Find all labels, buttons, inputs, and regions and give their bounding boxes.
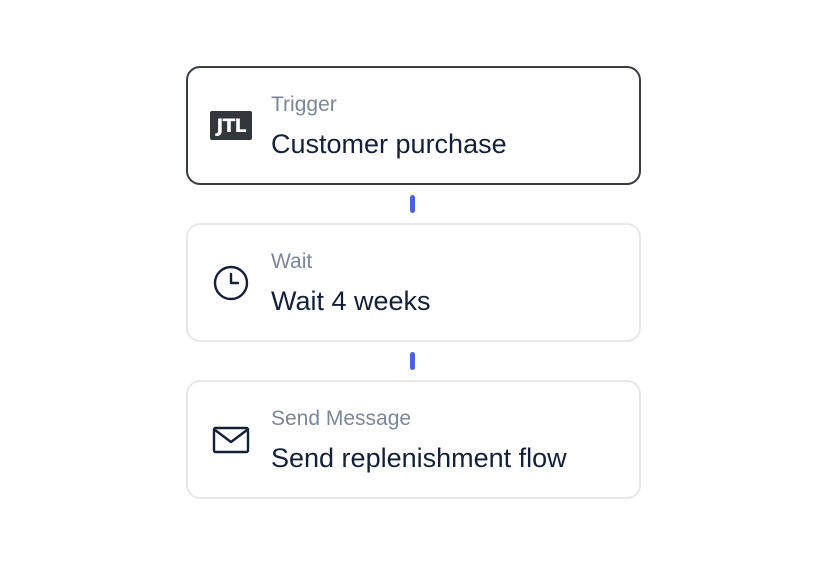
step-label: Wait	[271, 250, 313, 273]
flow-builder: JTL Trigger Customer purchase Wait Wait …	[186, 66, 641, 499]
envelope-icon	[210, 419, 252, 461]
step-label: Trigger	[271, 93, 337, 116]
step-connector	[186, 342, 641, 380]
trigger-step-texts: Trigger Customer purchase	[271, 92, 623, 160]
clock-icon	[210, 262, 252, 304]
connector-line	[410, 195, 415, 213]
wait-step-card[interactable]: Wait Wait 4 weeks	[186, 223, 641, 342]
send-message-step-card[interactable]: Send Message Send replenishment flow	[186, 380, 641, 499]
step-title: Wait 4 weeks	[271, 286, 431, 316]
step-title: Send replenishment flow	[271, 443, 567, 473]
trigger-step-card[interactable]: JTL Trigger Customer purchase	[186, 66, 641, 185]
jtl-logo-text: JTL	[210, 111, 252, 140]
step-label: Send Message	[271, 407, 412, 430]
send-message-step-texts: Send Message Send replenishment flow	[271, 406, 623, 474]
jtl-logo-icon: JTL	[210, 105, 252, 147]
wait-step-texts: Wait Wait 4 weeks	[271, 249, 623, 317]
connector-line	[410, 352, 415, 370]
step-connector	[186, 185, 641, 223]
step-title: Customer purchase	[271, 129, 507, 159]
